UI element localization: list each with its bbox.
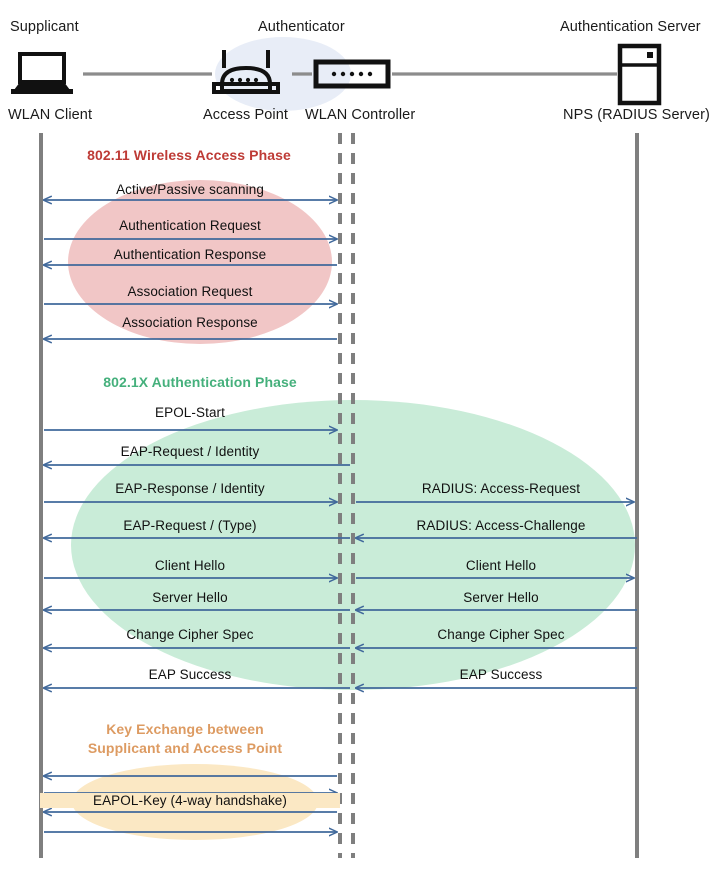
msg-label-authentication-response: Authentication Response [113, 247, 267, 262]
msg-label-change-cipher-spec-right: Change Cipher Spec [437, 627, 565, 642]
msg-label-radius-access-challenge: RADIUS: Access-Challenge [416, 518, 586, 533]
msg-label-server-hello-left: Server Hello [152, 590, 228, 605]
role-title-auth-server: Authentication Server [560, 19, 701, 35]
node-label-wlan-controller: WLAN Controller [305, 107, 416, 123]
role-title-supplicant: Supplicant [10, 19, 79, 35]
wireless-router-icon [212, 50, 280, 94]
authenticator-halo [215, 37, 351, 111]
msg-label-client-hello-right: Client Hello [465, 558, 537, 573]
node-label-nps-radius-server: NPS (RADIUS Server) [563, 107, 710, 123]
msg-label-association-response: Association Response [122, 315, 258, 330]
node-label-access-point: Access Point [203, 107, 289, 123]
msg-label-eap-request-identity: EAP-Request / Identity [120, 444, 260, 459]
msg-label-eap-request-type: EAP-Request / (Type) [123, 518, 257, 533]
laptop-icon [11, 52, 73, 94]
node-label-wlan-client: WLAN Client [8, 107, 93, 123]
msg-label-server-hello-right: Server Hello [463, 590, 539, 605]
msg-label-epol-start: EPOL-Start [154, 405, 226, 420]
phase-title-dot1x: 802.1X Authentication Phase [103, 374, 297, 390]
msg-label-change-cipher-spec-left: Change Cipher Spec [126, 627, 254, 642]
role-title-authenticator: Authenticator [258, 19, 345, 35]
msg-label-eap-success-left: EAP Success [148, 667, 232, 682]
msg-label-client-hello-left: Client Hello [154, 558, 226, 573]
network-switch-icon [313, 59, 391, 89]
phase-title-key-exchange: Key Exchange between Supplicant and Acce… [0, 720, 370, 758]
phase-title-key-exchange-line2: Supplicant and Access Point [87, 740, 283, 756]
phase-title-key-exchange-line1: Key Exchange between [106, 721, 264, 737]
msg-label-eap-response-identity: EAP-Response / Identity [115, 481, 265, 496]
server-rack-icon [617, 43, 662, 106]
msg-label-eapol-key: EAPOL-Key (4-way handshake) [40, 793, 340, 808]
msg-label-association-request: Association Request [127, 284, 253, 299]
msg-label-authentication-request: Authentication Request [119, 218, 261, 233]
phase-title-wireless-access: 802.11 Wireless Access Phase [87, 147, 291, 163]
msg-label-eap-success-right: EAP Success [459, 667, 543, 682]
msg-label-active-passive-scanning: Active/Passive scanning [116, 182, 264, 197]
msg-label-radius-access-request: RADIUS: Access-Request [421, 481, 581, 496]
